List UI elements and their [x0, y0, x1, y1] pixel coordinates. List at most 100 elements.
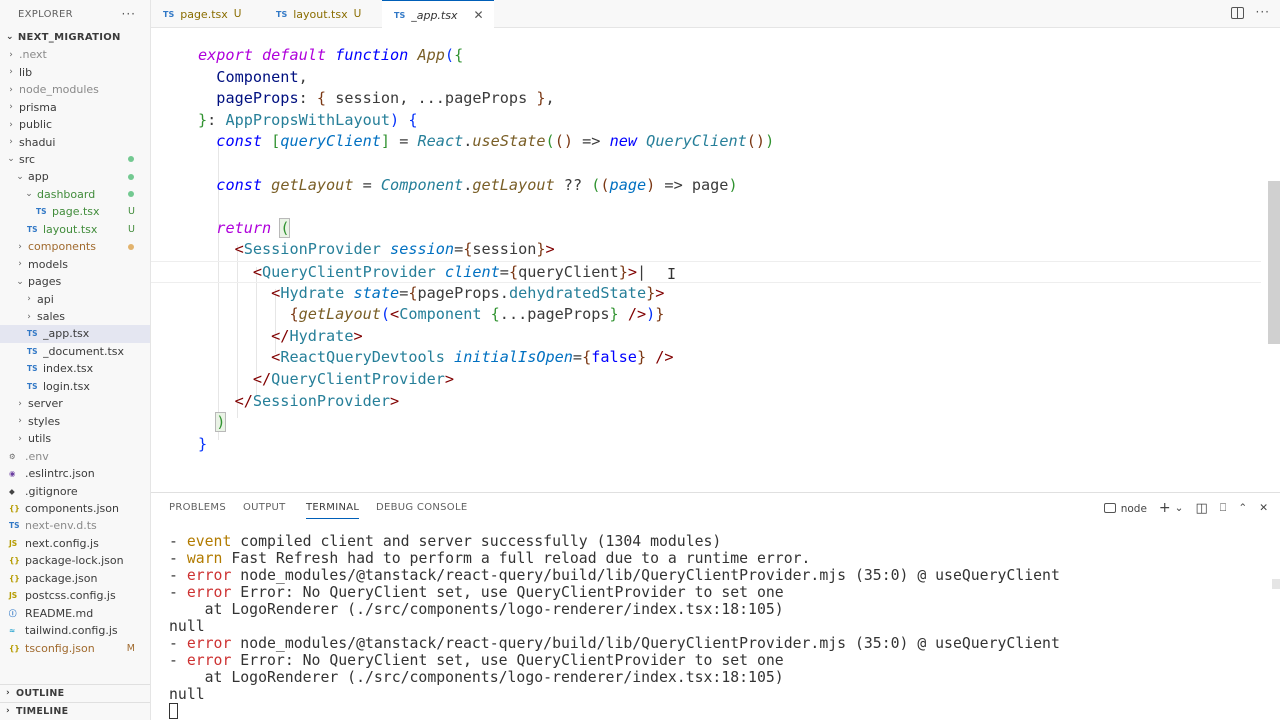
code-token: =: [399, 283, 409, 302]
code-token: ??: [554, 175, 592, 194]
tree-item[interactable]: ›utils: [0, 430, 150, 448]
tree-item[interactable]: ›.next: [0, 46, 150, 64]
tree-item[interactable]: {}components.json: [0, 500, 150, 518]
tree-item[interactable]: {}package.json: [0, 570, 150, 588]
split-editor-icon[interactable]: [1231, 7, 1244, 19]
tree-item[interactable]: ◉.eslintrc.json: [0, 465, 150, 483]
code-token: ReactQueryDevtools: [280, 348, 455, 367]
editor-scrollbar[interactable]: [1268, 181, 1280, 344]
tree-item[interactable]: ›components: [0, 238, 150, 256]
tree-item[interactable]: ›server: [0, 395, 150, 413]
tab-app-tsx[interactable]: TS _app.tsx ✕: [382, 0, 494, 29]
terminal-token: null: [169, 686, 205, 703]
terminal-token: at LogoRenderer (./src/components/logo-r…: [169, 601, 784, 618]
code-line[interactable]: Component,: [151, 67, 1261, 89]
code-line[interactable]: <SessionProvider session={session}>: [151, 239, 1261, 261]
code-line[interactable]: ): [151, 412, 1261, 434]
tree-item[interactable]: ⚙.env: [0, 447, 150, 465]
code-line[interactable]: [151, 153, 1261, 175]
code-line[interactable]: {getLayout(<Component {...pageProps} />)…: [151, 304, 1261, 326]
tree-item[interactable]: ⌄pages: [0, 273, 150, 291]
terminal-output[interactable]: - event compiled client and server succe…: [169, 533, 1264, 720]
code-line[interactable]: </Hydrate>: [151, 326, 1261, 348]
trash-icon[interactable]: ⎕: [1219, 501, 1227, 514]
close-icon[interactable]: ✕: [1259, 502, 1268, 514]
code-line[interactable]: export default function App({: [151, 45, 1261, 67]
tree-item[interactable]: ›models: [0, 255, 150, 273]
new-terminal-icon[interactable]: +: [1158, 500, 1171, 516]
code-line[interactable]: <Hydrate state={pageProps.dehydratedStat…: [151, 283, 1261, 305]
terminal-token: warn: [186, 550, 223, 567]
explorer-more-icon[interactable]: ···: [121, 7, 136, 21]
code-token: Component: [216, 67, 299, 86]
code-line[interactable]: pageProps: { session, ...pageProps },: [151, 88, 1261, 110]
code-line[interactable]: [151, 196, 1261, 218]
tab-terminal[interactable]: TERMINAL: [306, 493, 360, 519]
split-terminal-icon[interactable]: ◫: [1195, 500, 1208, 516]
code-line[interactable]: return (: [151, 217, 1261, 240]
code-token: [198, 413, 216, 431]
tab-page-tsx[interactable]: TS page.tsx U: [151, 0, 263, 28]
code-line[interactable]: }: AppPropsWithLayout) {: [151, 110, 1261, 132]
terminal-token: compiled client and server successfully …: [231, 533, 722, 550]
tree-item[interactable]: ›styles: [0, 412, 150, 430]
code-line[interactable]: </QueryClientProvider>: [151, 369, 1261, 391]
chevron-right-icon: ›: [6, 688, 11, 698]
close-icon[interactable]: ✕: [473, 8, 484, 22]
code-token: dehydratedState: [508, 283, 647, 302]
tree-item[interactable]: ›api: [0, 290, 150, 308]
code-line[interactable]: }: [151, 434, 1261, 456]
code-token: .: [463, 132, 473, 151]
tree-item[interactable]: ›sales: [0, 308, 150, 326]
tree-item[interactable]: ◆.gitignore: [0, 482, 150, 500]
code-line[interactable]: const [queryClient] = React.useState(() …: [151, 131, 1261, 153]
tree-item[interactable]: ›lib: [0, 63, 150, 81]
terminal-token: event: [186, 533, 232, 550]
code-line[interactable]: </SessionProvider>: [151, 391, 1261, 413]
code-line[interactable]: <QueryClientProvider client={queryClient…: [151, 261, 1261, 283]
tab-layout-tsx[interactable]: TS layout.tsx U: [264, 0, 382, 28]
tree-item[interactable]: {}package-lock.json: [0, 552, 150, 570]
tree-item-label: components.json: [25, 501, 119, 515]
timeline-section[interactable]: › TIMELINE: [0, 702, 150, 719]
tree-item[interactable]: TS_document.tsx: [0, 343, 150, 361]
tree-item[interactable]: TS_app.tsx: [0, 325, 150, 343]
terminal-scrollbar[interactable]: [1272, 579, 1280, 589]
tab-output[interactable]: OUTPUT: [243, 502, 286, 513]
indent-guide: [218, 137, 219, 440]
code-editor[interactable]: export default function App({ Component,…: [151, 29, 1280, 492]
tree-item[interactable]: ›prisma: [0, 98, 150, 116]
tree-item[interactable]: ⌄app: [0, 168, 150, 186]
tree-item[interactable]: ›node_modules: [0, 81, 150, 99]
chevron-down-icon[interactable]: ⌄: [1174, 502, 1184, 514]
tree-item[interactable]: ›public: [0, 116, 150, 134]
code-token: >: [444, 370, 455, 388]
terminal-prompt[interactable]: [169, 703, 1264, 720]
terminal-shell-selector[interactable]: node: [1103, 502, 1147, 515]
project-folder-header[interactable]: ⌄ NEXT_MIGRATION: [0, 28, 150, 46]
code-line[interactable]: const getLayout = Component.getLayout ??…: [151, 175, 1261, 197]
code-token: (: [380, 305, 391, 324]
tab-debug-console[interactable]: DEBUG CONSOLE: [376, 502, 468, 513]
terminal-line: - error node_modules/@tanstack/react-que…: [169, 635, 1264, 652]
outline-section[interactable]: › OUTLINE: [0, 684, 150, 701]
terminal-token: Error: No QueryClient set, use QueryClie…: [231, 584, 784, 601]
maximize-panel-icon[interactable]: ⌃: [1238, 502, 1248, 514]
more-actions-icon[interactable]: ···: [1255, 5, 1270, 19]
code-line[interactable]: <ReactQueryDevtools initialIsOpen={false…: [151, 347, 1261, 369]
tree-item[interactable]: ≈tailwind.config.js: [0, 622, 150, 640]
tree-item[interactable]: ⌄dashboard: [0, 186, 150, 204]
code-token: React: [417, 132, 464, 151]
tree-item[interactable]: ⌄src: [0, 151, 150, 169]
tab-problems[interactable]: PROBLEMS: [169, 502, 226, 513]
tree-item[interactable]: ›shadui: [0, 133, 150, 151]
